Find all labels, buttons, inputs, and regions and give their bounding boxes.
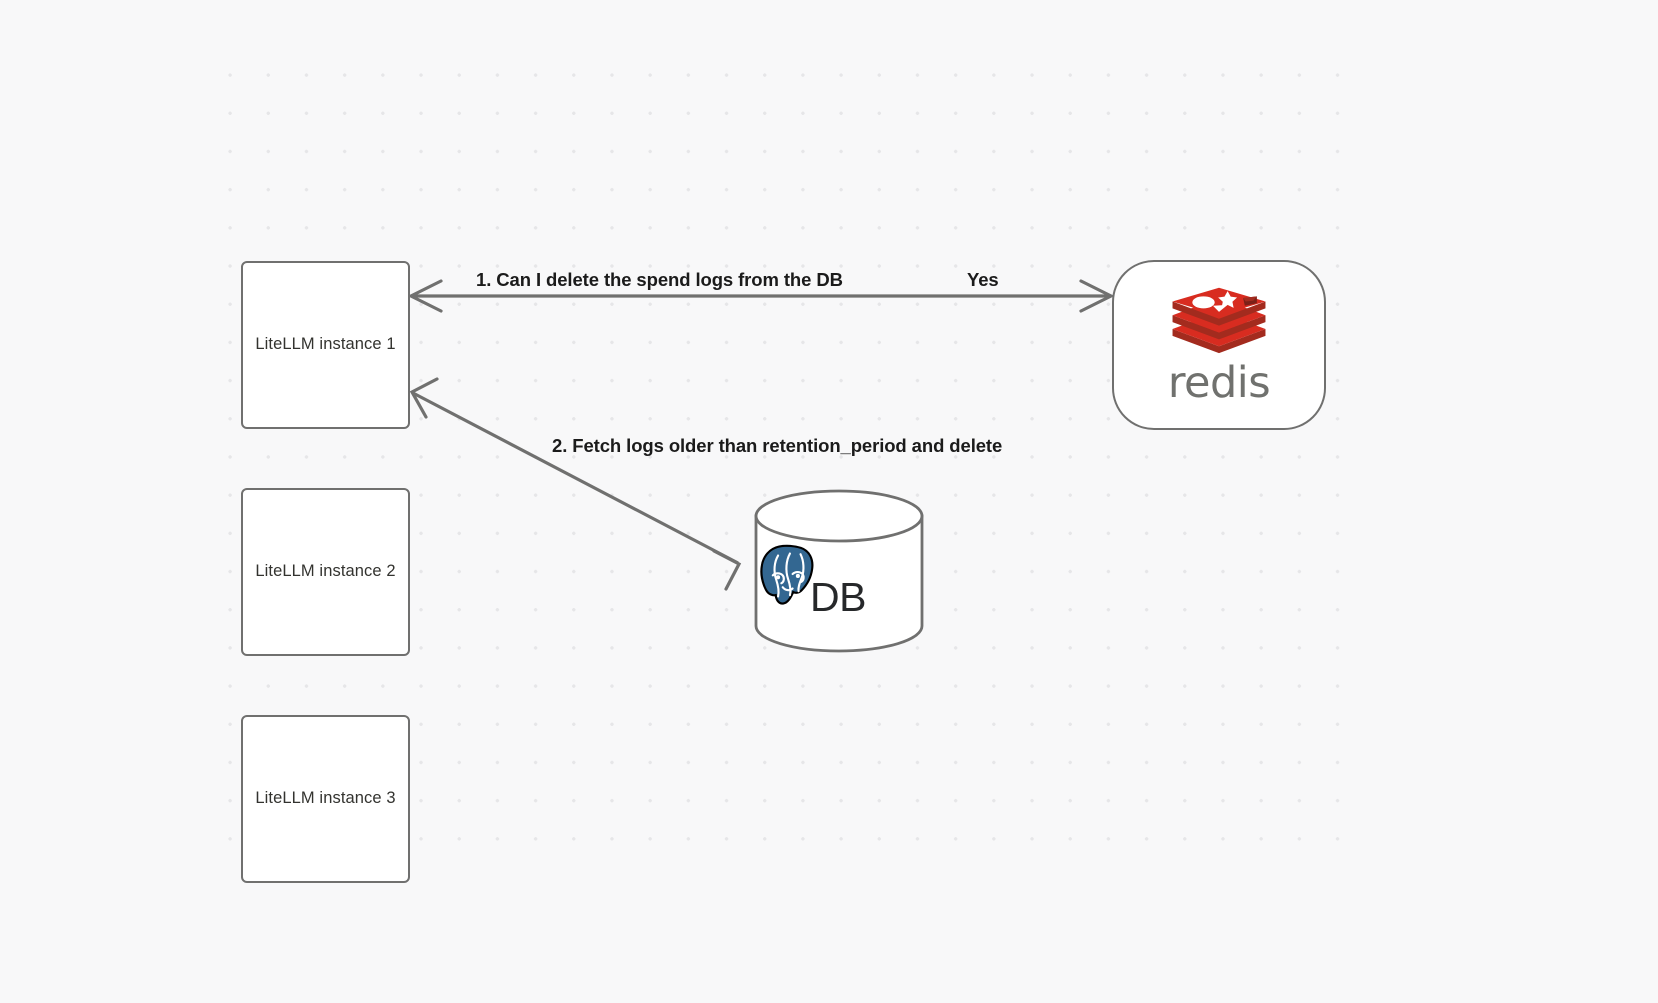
node-litellm-instance-2[interactable]: LiteLLM instance 2: [241, 488, 410, 656]
node-redis[interactable]: redis: [1112, 260, 1326, 430]
postgresql-elephant-icon: [760, 544, 814, 605]
redis-wordmark: redis: [1167, 357, 1271, 408]
node-litellm-instance-3[interactable]: LiteLLM instance 3: [241, 715, 410, 883]
postgres-db-label: DB: [810, 573, 866, 620]
node-label: LiteLLM instance 3: [255, 789, 396, 808]
node-postgres-db[interactable]: DB: [753, 489, 925, 653]
node-litellm-instance-1[interactable]: LiteLLM instance 1: [241, 261, 410, 429]
redis-logo-icon: [1172, 287, 1266, 353]
cylinder-shape: [754, 489, 924, 653]
edge-label-step-1: 1. Can I delete the spend logs from the …: [476, 269, 843, 290]
edge-label-step-1-answer: Yes: [967, 269, 999, 290]
node-label: LiteLLM instance 2: [255, 562, 396, 581]
node-label: LiteLLM instance 1: [255, 335, 396, 354]
edge-litellm1-postgres: [409, 377, 742, 591]
edge-label-step-2: 2. Fetch logs older than retention_perio…: [552, 435, 1003, 456]
